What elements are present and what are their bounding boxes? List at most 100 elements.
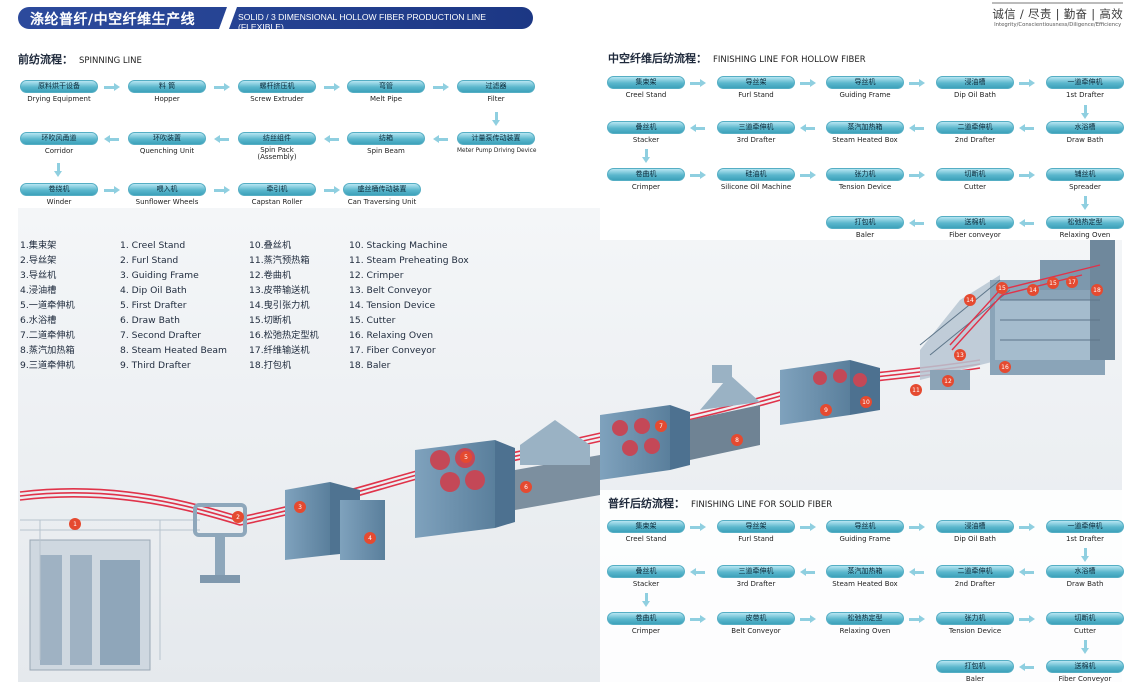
svg-text:5: 5	[464, 454, 468, 461]
arrow-right	[433, 83, 449, 91]
hollow-node-guide-en: Guiding Frame	[839, 91, 891, 99]
legend-item: 7.二道牵伸机	[20, 330, 75, 341]
marker-6: 6	[520, 481, 532, 493]
hollow-node-furl-cn: 导丝架	[717, 76, 795, 89]
svg-text:3: 3	[298, 504, 302, 511]
arrow-right	[1019, 171, 1035, 179]
svg-text:12: 12	[944, 378, 952, 385]
arrow-right	[690, 171, 706, 179]
legend-item: 4.浸油槽	[20, 285, 57, 296]
arrow-left	[909, 219, 925, 227]
arrow-right	[690, 523, 706, 531]
arrow-right	[104, 83, 120, 91]
legend-item: 1.集束架	[20, 240, 57, 251]
arrow-left	[1019, 568, 1035, 576]
arrow-right	[800, 523, 816, 531]
svg-text:15: 15	[998, 285, 1006, 292]
solid-node-creel-en: Creel Stand	[625, 535, 667, 543]
spin-node-capstan-cn: 牵引机	[238, 183, 316, 196]
solid-node-conveyor-cn: 送棉机	[1046, 660, 1124, 673]
spin-node-can-cn: 盛丝桶传动装置	[343, 183, 421, 196]
svg-text:6: 6	[524, 484, 528, 491]
hollow-node-drawbath-cn: 水浴槽	[1046, 121, 1124, 134]
arrow-down	[1081, 196, 1089, 210]
legend-item: 10.叠丝机	[249, 240, 292, 251]
arrow-right	[690, 79, 706, 87]
svg-text:7: 7	[659, 423, 663, 430]
legend-col-en-2: 10. Stacking Machine 11. Steam Preheatin…	[349, 238, 469, 373]
motto-en: Integrity/Conscientiousness/Diligence/Ef…	[994, 22, 1122, 28]
hollow-node-dipoil-cn: 浸油槽	[936, 76, 1014, 89]
solid-node-creel-cn: 集束架	[607, 520, 685, 533]
spinning-title-cn: 前纺流程：	[18, 53, 73, 66]
svg-text:11: 11	[912, 387, 920, 394]
solid-node-drafter1-en: 1st Drafter	[1066, 535, 1104, 543]
spinning-panel-bg	[0, 40, 600, 206]
hollow-node-cutter: 切断机 Cutter	[936, 168, 1014, 191]
legend-item: 14.曳引张力机	[249, 300, 310, 311]
legend-item: 15.切断机	[249, 315, 292, 326]
arrow-right	[1019, 615, 1035, 623]
legend-item: 13.皮带输送机	[249, 285, 310, 296]
marker-3: 3	[294, 501, 306, 513]
svg-text:16: 16	[1001, 364, 1009, 371]
arrow-left	[104, 135, 120, 143]
legend-col-cn-1: 1.集束架 2.导丝架 3.导丝机 4.浸油槽 5.一道牵伸机 6.水浴槽 7.…	[20, 238, 75, 373]
process-markers: 1 2 3 4 5 6 7 8 9 10 11 12 13 14 15 16 1…	[69, 276, 1103, 544]
legend-item: 3. Guiding Frame	[120, 270, 199, 281]
svg-text:18: 18	[1093, 287, 1101, 294]
legend-item: 4. Dip Oil Bath	[120, 285, 187, 296]
svg-text:1: 1	[73, 521, 77, 528]
legend-item: 13. Belt Conveyor	[349, 285, 432, 296]
hollow-node-cutter-cn: 切断机	[936, 168, 1014, 181]
legend-item: 3.导丝机	[20, 270, 57, 281]
hollow-node-cutter-en: Cutter	[964, 183, 986, 191]
spin-node-quench-cn: 环吹装置	[128, 132, 206, 145]
legend-item: 11.蒸汽预热箱	[249, 255, 310, 266]
legend-col-cn-2: 10.叠丝机 11.蒸汽预热箱 12.卷曲机 13.皮带输送机 14.曳引张力机…	[249, 238, 319, 373]
marker-13: 13	[954, 349, 966, 361]
hollow-node-stacker-cn: 叠丝机	[607, 121, 685, 134]
solid-node-drafter2-cn: 二道牵伸机	[936, 565, 1014, 578]
solid-node-tension-cn: 张力机	[936, 612, 1014, 625]
arrow-right	[1019, 523, 1035, 531]
arrow-left	[433, 135, 449, 143]
hollow-node-creel-cn: 集束架	[607, 76, 685, 89]
hollow-node-tension-en: Tension Device	[838, 183, 892, 191]
spin-node-meterpump-cn: 计量泵传动装置	[457, 132, 535, 145]
hollow-node-spreader-cn: 铺丝机	[1046, 168, 1124, 181]
spin-node-spinpack-cn: 纺丝组件	[238, 132, 316, 145]
arrow-down	[492, 112, 500, 126]
arrow-down	[54, 163, 62, 177]
hollow-node-drawbath-en: Draw Bath	[1066, 136, 1104, 144]
hollow-node-oven-en: Relaxing Oven	[1059, 231, 1111, 239]
solid-title-cn: 普纤后纺流程：	[608, 497, 685, 510]
marker-16: 16	[999, 361, 1011, 373]
arrow-left	[1019, 663, 1035, 671]
spinning-title-en: SPINNING LINE	[79, 56, 142, 66]
solid-node-oven-en: Relaxing Oven	[839, 627, 891, 635]
svg-text:10: 10	[862, 399, 870, 406]
svg-text:8: 8	[735, 437, 739, 444]
arrow-left	[1019, 219, 1035, 227]
arrow-right	[104, 186, 120, 194]
legend-col-en-1: 1. Creel Stand 2. Furl Stand 3. Guiding …	[120, 238, 227, 373]
legend-item: 5.一道牵伸机	[20, 300, 75, 311]
hollow-node-stacker-en: Stacker	[632, 136, 660, 144]
solid-node-drafter3-en: 3rd Drafter	[736, 580, 776, 588]
motto-bar	[992, 2, 1123, 4]
arrow-right	[324, 186, 340, 194]
